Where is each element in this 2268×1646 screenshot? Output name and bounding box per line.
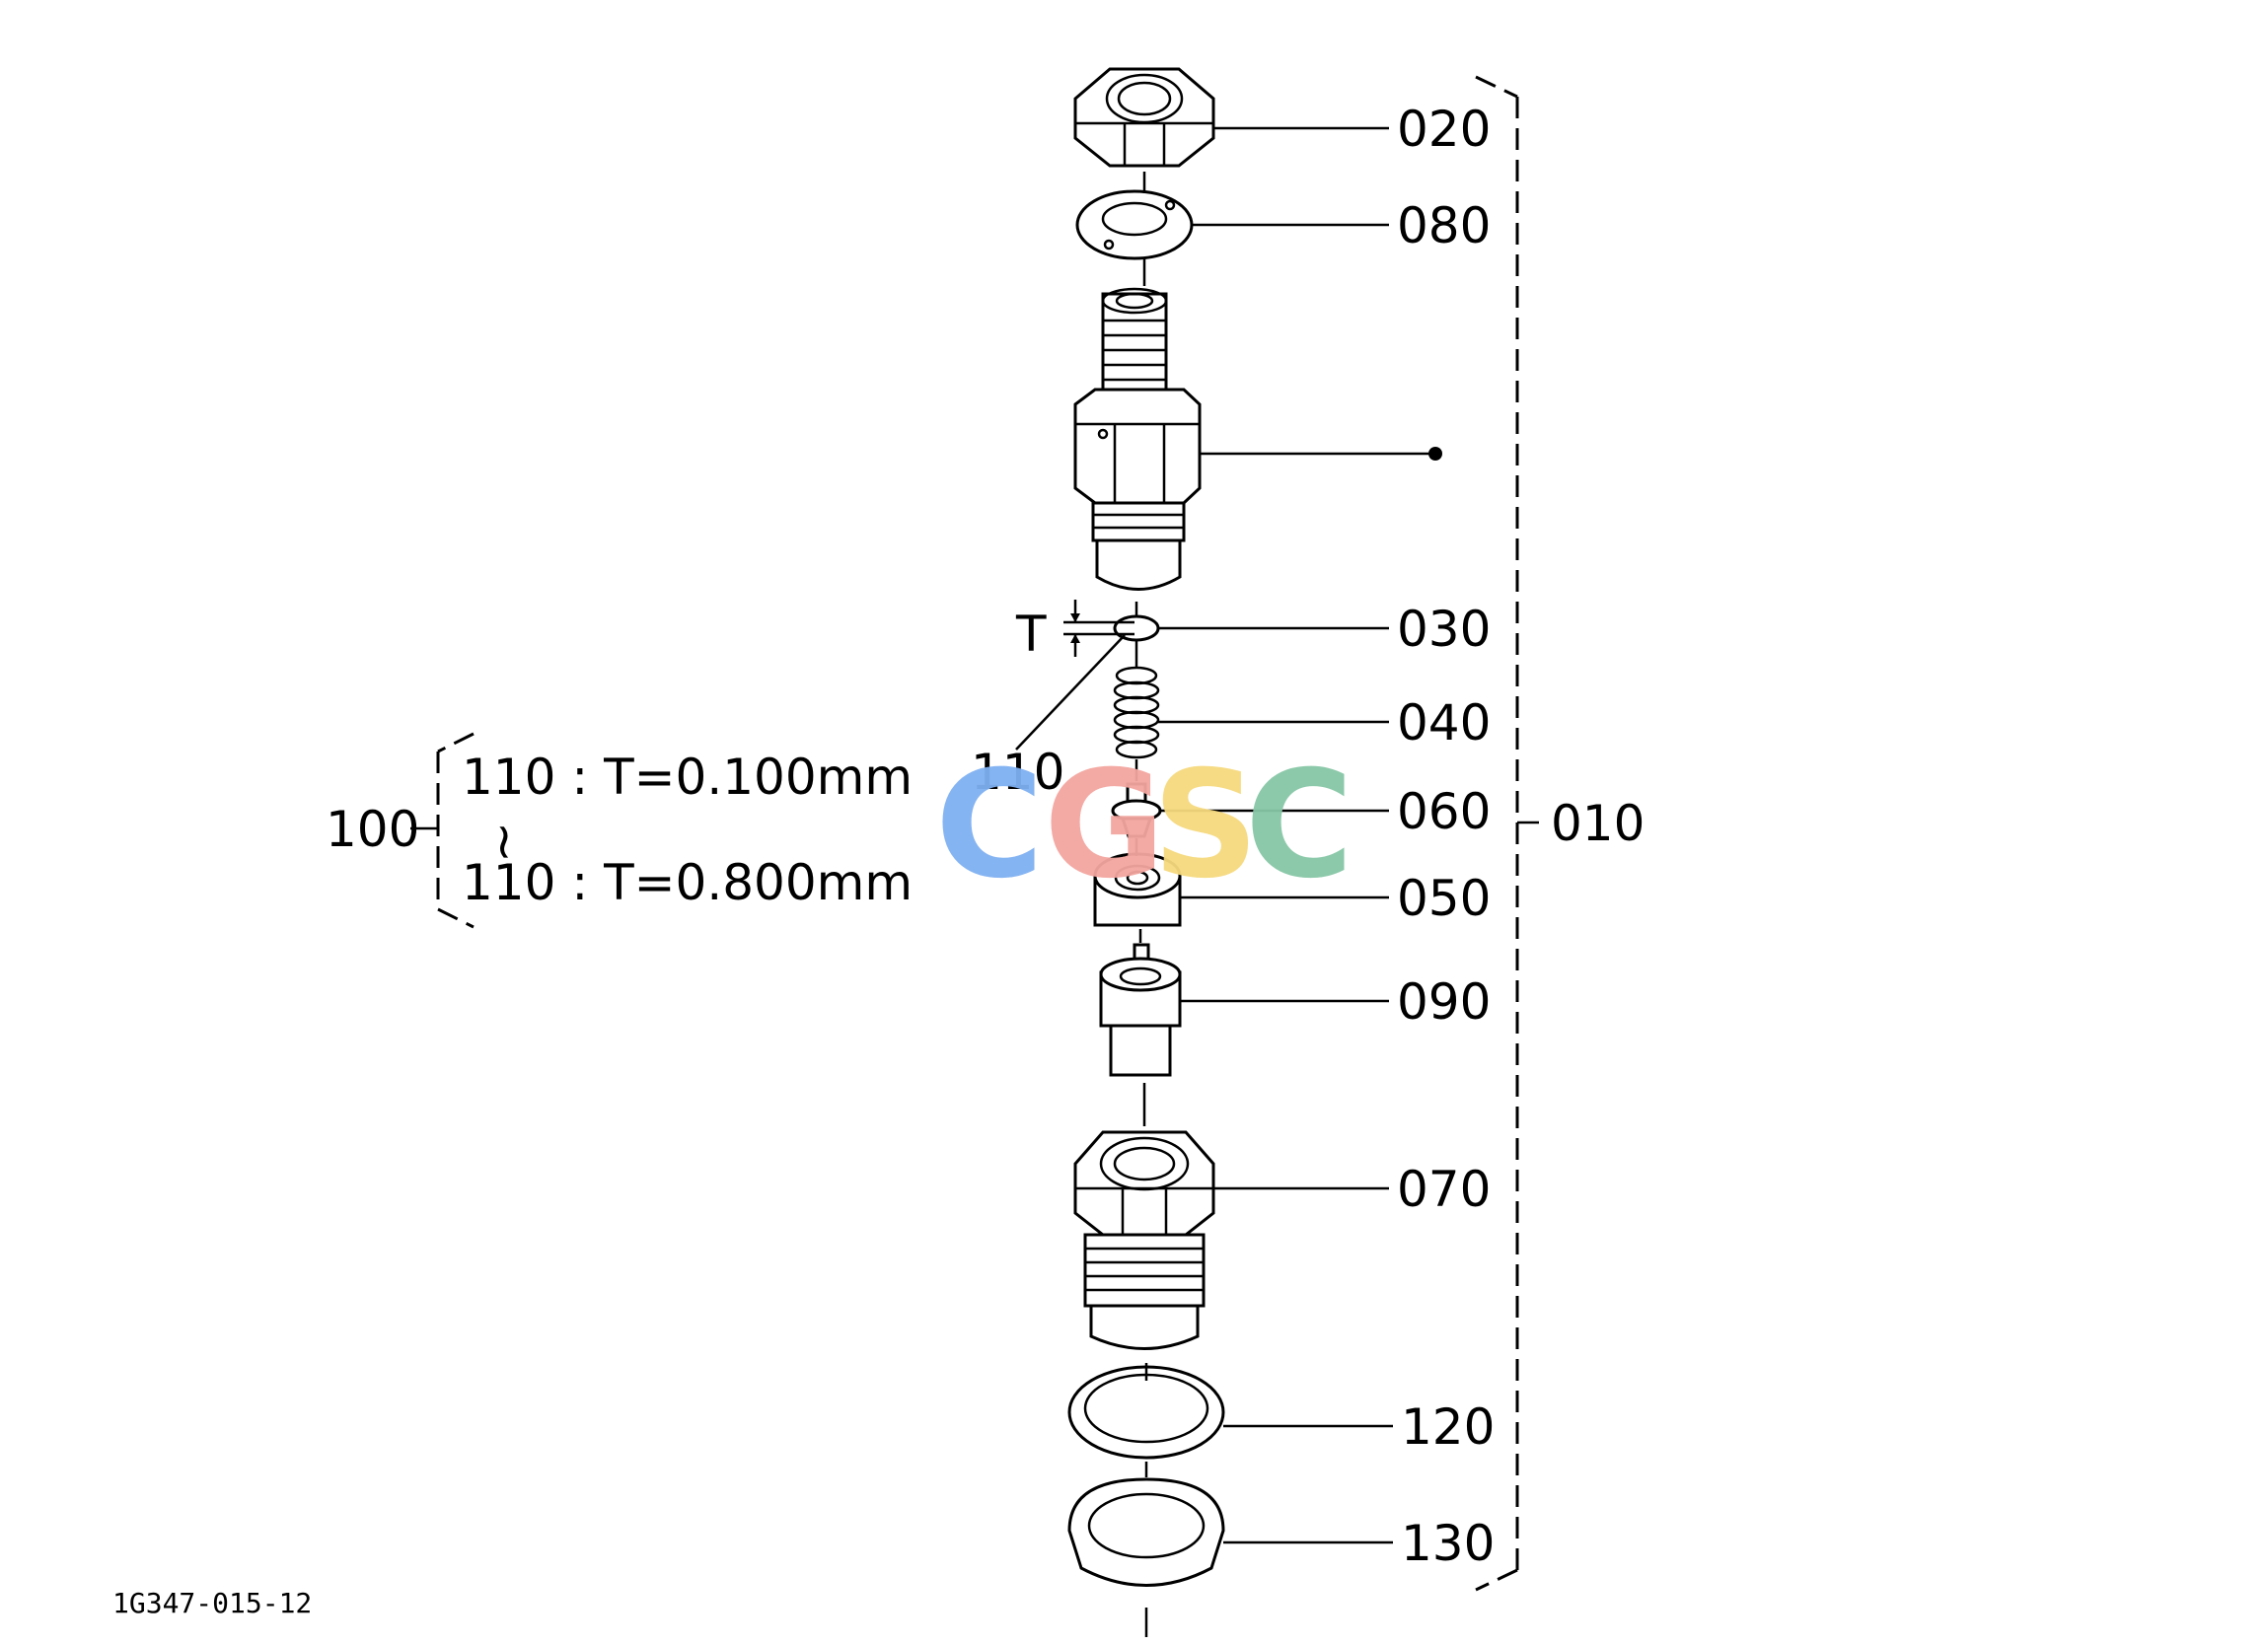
callout-050: 050 [1397,870,1491,927]
part-seat-050 [1093,852,1182,927]
watermark-letter-s: S [1152,740,1259,911]
drawing-id: 1G347-015-12 [112,1587,312,1619]
shim-range-tilde: ~ [476,822,534,863]
shim-range-first: 110 : T=0.100mm [462,749,913,806]
part-nut-020 [1073,67,1215,168]
group-brace [410,732,475,929]
callout-090: 090 [1397,973,1491,1031]
part-shim-030 [1113,614,1160,642]
part-nut-070 [1073,1130,1215,1350]
callout-080: 080 [1397,197,1491,254]
watermark-letter-c2: C [1245,740,1353,911]
watermark-logo: C G S C [935,740,1353,911]
callout-020: 020 [1397,101,1491,158]
center-axis [1134,172,1148,1637]
callout-040: 040 [1397,694,1491,751]
part-gasket-130 [1067,1477,1225,1587]
part-spring-040 [1113,666,1160,759]
part-delivery-valve-holder [1073,287,1202,591]
callout-130: 130 [1401,1515,1495,1572]
assembly-bracket [1475,75,1539,1592]
leader-lines [1015,126,1442,1544]
callout-100-group: 100 [326,801,419,858]
leader-dot [1428,447,1442,461]
part-plunger-090 [1099,943,1182,1077]
callout-110: 110 [971,744,1064,801]
dimension-t-label: T [1015,606,1047,663]
callout-070: 070 [1397,1161,1491,1218]
watermark-letter-g: G [1044,740,1165,911]
callout-120: 120 [1401,1398,1495,1456]
part-washer-080 [1075,189,1194,260]
callout-010-assembly: 010 [1551,795,1645,852]
watermark-letter-c1: C [935,740,1044,911]
callout-060: 060 [1397,783,1491,840]
shim-range-last: 110 : T=0.800mm [462,854,913,911]
callout-030: 030 [1397,601,1491,658]
